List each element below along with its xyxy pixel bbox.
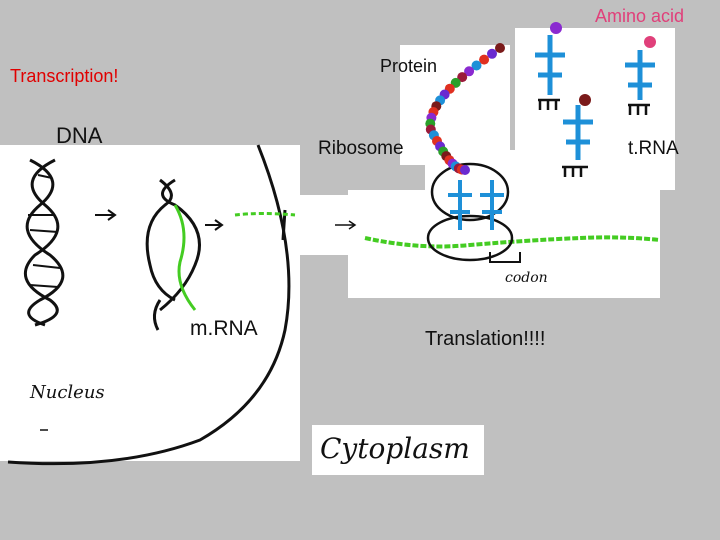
amino-acid-bead	[457, 72, 468, 83]
mrna-strip-panel	[232, 195, 352, 255]
trna-free-2	[625, 50, 655, 115]
protein-chain	[425, 43, 505, 175]
amino-acid-dot-3	[579, 94, 591, 106]
nucleus-label: Nucleus	[30, 382, 105, 403]
trna-label: t.RNA	[628, 138, 679, 159]
protein-panel	[400, 45, 510, 165]
mrna-strand-main	[364, 235, 661, 249]
trna-free-1	[535, 35, 565, 110]
trna-free-3	[562, 105, 593, 177]
transcription-label: Transcription!	[10, 66, 119, 86]
ribosome-label: Ribosome	[318, 138, 404, 159]
amino-acid-dot-2	[644, 36, 656, 48]
mrna-strand-exit	[234, 212, 296, 217]
dna-label: DNA	[56, 123, 103, 148]
amino-acid-dot-1	[550, 22, 562, 34]
arrow-unwind-to-mrna	[205, 219, 224, 231]
cytoplasm-label-panel	[312, 425, 484, 475]
ribosome-trna	[448, 180, 504, 230]
codon-label: codon	[505, 270, 548, 286]
arrow-to-ribosome	[335, 220, 357, 230]
dna-helix	[24, 158, 65, 327]
translation-label: Translation!!!!	[425, 328, 546, 350]
amino-acid-bead	[487, 48, 497, 59]
amino-acid-bead	[464, 66, 475, 77]
protein-label: Protein	[380, 56, 438, 76]
amino-acid-bead	[495, 43, 505, 53]
arrow-dna-to-unwind	[95, 209, 117, 221]
nucleus-membrane	[7, 144, 291, 466]
amino-acid-bead	[460, 165, 470, 175]
amino-acid-bead	[471, 60, 482, 71]
amino-acid-label: Amino acid	[595, 6, 685, 26]
ribosome-shape	[426, 162, 514, 262]
amino-acid-bead	[479, 54, 490, 65]
transcribing-mrna	[173, 204, 197, 311]
mrna-label: m.RNA	[190, 317, 258, 340]
cytoplasm-label: Cytoplasm	[320, 432, 470, 465]
codon-bracket	[489, 252, 521, 263]
